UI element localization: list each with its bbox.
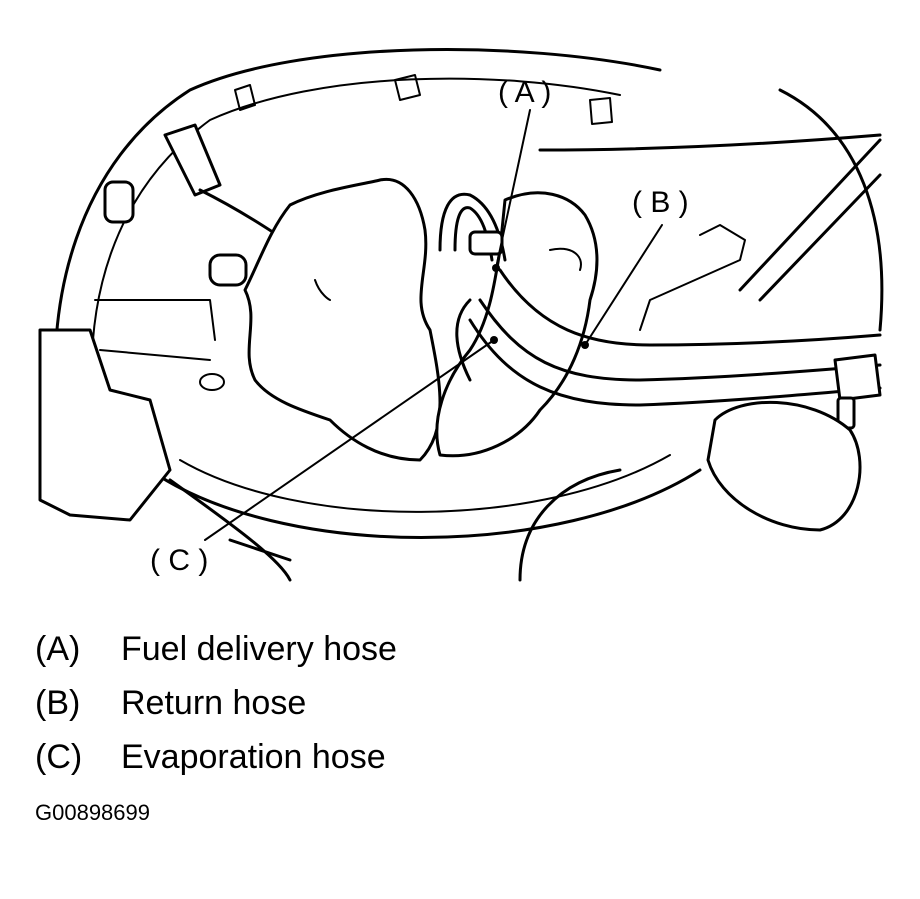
reservoir [706,400,862,532]
legend-key: (A) [35,629,81,668]
bottom-pipe [168,478,292,582]
right-fitting [639,224,746,331]
leader-line-a [495,109,531,269]
cover-left [243,177,442,462]
legend-item-a: (A) Fuel delivery hose [35,622,397,676]
cover-right [435,191,599,458]
callout-c: ( C ) [150,544,208,577]
connector-left [163,123,222,197]
bracket-arm [94,299,216,361]
frame-lower-arc [148,468,702,539]
bolt-mid [208,253,248,287]
frame-lower-arc-inner [179,454,671,513]
legend-label: Return hose [121,683,307,722]
top-body-line [538,133,882,152]
top-connectors [234,74,613,125]
left-bracket [38,328,172,522]
hose-clamp [468,230,504,256]
legend-key: (B) [35,683,81,722]
figure-id: G00898699 [35,800,150,825]
legend-item-b: (B) Return hose [35,676,397,730]
leader-dot-c [490,336,498,344]
bottom-housing [518,468,622,582]
fuel-hose-diagram: ( A ) ( B ) ( C ) [38,48,884,582]
return-hose [478,298,882,382]
callout-b: ( B ) [632,186,689,219]
bolt-left [103,180,135,224]
evaporation-hose [455,298,472,382]
frame-inner-arc [90,77,621,431]
leader-dot-a [492,264,500,272]
right-clamp [833,353,882,402]
legend-key: (C) [35,737,83,776]
diagonal-cable [738,138,882,302]
legend-label: Evaporation hose [121,737,386,776]
callout-a: ( A ) [498,76,551,109]
leader-dot-b [581,341,589,349]
leader-line-b [584,224,663,346]
legend-item-c: (C) Evaporation hose [35,730,397,784]
hose-upper [498,268,882,347]
legend: (A) Fuel delivery hose (B) Return hose (… [35,622,397,784]
bolt-hole [199,373,225,391]
frame-outer-arc [53,48,662,442]
right-housing [778,88,884,332]
leader-line-c [204,339,495,541]
cover-crease [314,247,582,301]
return-hose-inner [468,318,882,407]
legend-label: Fuel delivery hose [121,629,397,668]
